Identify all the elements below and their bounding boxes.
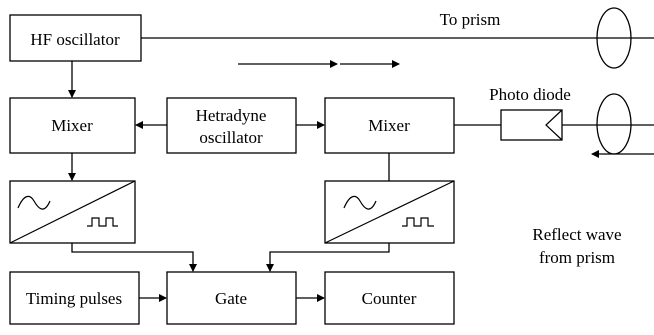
- mixer-left-block: Mixer: [9, 97, 136, 154]
- to-prism-label: To prism: [440, 10, 501, 29]
- heterodyne-label-line1: Hetradyne: [196, 106, 267, 125]
- gate-block: Gate: [166, 271, 297, 325]
- sine-wave-icon: [17, 195, 51, 210]
- arrow-shaper-left-to-gate: [71, 243, 197, 272]
- counter-block: Counter: [324, 271, 455, 325]
- hf-oscillator-block: HF oscillator: [9, 14, 142, 62]
- photo-diode-label: Photo diode: [489, 85, 571, 104]
- wave-shaper-left: [9, 180, 136, 244]
- mixer-right-block: Mixer: [324, 97, 455, 154]
- counter-label: Counter: [362, 289, 417, 308]
- wave-shaper-right: [324, 180, 455, 244]
- photo-diode: [500, 109, 563, 141]
- lens-bottom: [596, 93, 632, 155]
- lens-top: [596, 7, 632, 69]
- square-wave-icon: [402, 217, 434, 227]
- hf-oscillator-label: HF oscillator: [30, 30, 120, 49]
- reflect-wave-label-line2: from prism: [539, 248, 615, 267]
- timing-pulses-block: Timing pulses: [9, 271, 140, 325]
- timing-pulses-label: Timing pulses: [26, 289, 122, 308]
- square-wave-icon: [87, 217, 118, 227]
- mixer-right-label: Mixer: [368, 116, 410, 135]
- heterodyne-label-line2: oscillator: [199, 128, 263, 147]
- mixer-left-label: Mixer: [51, 116, 93, 135]
- arrow-shaper-right-to-gate: [266, 243, 390, 272]
- sine-wave-icon: [343, 195, 377, 210]
- gate-label: Gate: [215, 289, 247, 308]
- heterodyne-oscillator-block: Hetradyne oscillator: [166, 97, 297, 154]
- reflect-wave-label-line1: Reflect wave: [532, 225, 621, 244]
